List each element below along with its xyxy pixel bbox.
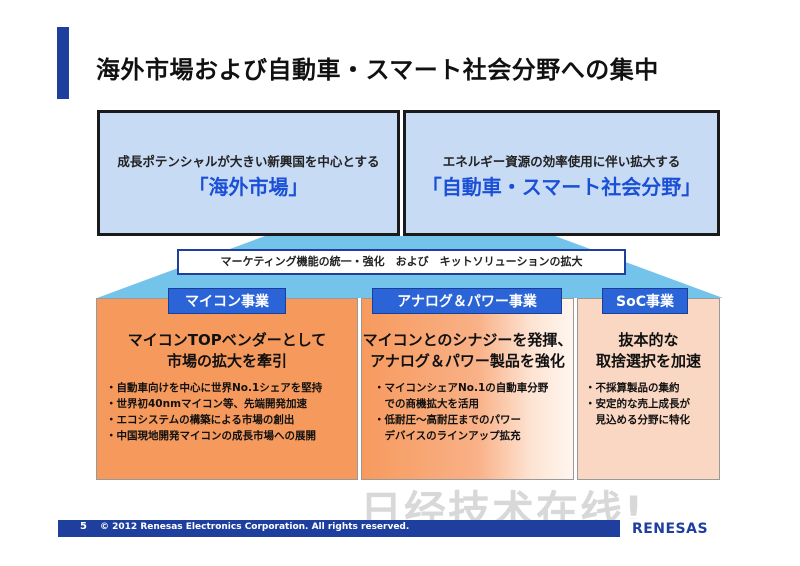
list-item: ・中国現地開発マイコンの成長市場への展開 <box>106 430 316 442</box>
analog-power-bullets: ・マイコンシェアNo.1の自動車分野 での商機拡大を活用 ・低耐圧～高耐圧までの… <box>374 380 548 444</box>
list-item: ・安定的な売上成長が <box>585 398 690 410</box>
soc-business-tag: SoC事業 <box>602 288 688 314</box>
auto-smart-society-label: 「自動車・スマート社会分野」 <box>421 175 702 199</box>
overseas-market-label: 「海外市場」 <box>188 175 309 199</box>
slide-title: 海外市場および自動車・スマート社会分野への集中 <box>96 56 659 84</box>
soc-headline: 抜本的な 取捨選択を加速 <box>577 330 720 372</box>
analog-power-headline-line: マイコンとのシナジーを発揮、 <box>362 331 573 349</box>
list-item: ・世界初40nmマイコン等、先端開発加速 <box>106 398 308 410</box>
footer-bar <box>58 520 720 537</box>
page-number: 5 <box>80 521 87 532</box>
copyright-text: © 2012 Renesas Electronics Corporation. … <box>100 522 410 532</box>
overseas-market-box: 成長ポテンシャルが大きい新興国を中心とする 「海外市場」 <box>97 110 400 236</box>
list-item: ・マイコンシェアNo.1の自動車分野 <box>374 382 549 394</box>
mcu-headline-line: 市場の拡大を牽引 <box>166 352 287 370</box>
list-item: ・低耐圧～高耐圧までのパワー <box>374 414 521 426</box>
title-accent-bar <box>57 27 69 99</box>
mcu-headline-line: マイコンTOPベンダーとして <box>127 331 327 349</box>
list-item: での商機拡大を活用 <box>374 398 479 410</box>
soc-bullets: ・不採算製品の集約 ・安定的な売上成長が 見込める分野に特化 <box>585 380 690 428</box>
list-item: デバイスのラインアップ拡充 <box>374 430 521 442</box>
soc-headline-line: 抜本的な <box>618 331 679 349</box>
auto-smart-society-subtitle: エネルギー資源の効率使用に伴い拡大する <box>442 154 681 169</box>
marketing-banner: マーケティング機能の統一・強化 および キットソリューションの拡大 <box>177 249 626 275</box>
list-item: 見込める分野に特化 <box>585 414 690 426</box>
mcu-business-tag: マイコン事業 <box>168 288 286 314</box>
soc-headline-line: 取捨選択を加速 <box>595 352 701 370</box>
list-item: ・エコシステムの構築による市場の創出 <box>106 414 295 426</box>
auto-smart-society-box: エネルギー資源の効率使用に伴い拡大する 「自動車・スマート社会分野」 <box>403 110 720 236</box>
mcu-business-panel <box>96 298 358 480</box>
list-item: ・不採算製品の集約 <box>585 382 680 394</box>
analog-power-headline-line: アナログ＆パワー製品を強化 <box>370 352 565 370</box>
renesas-logo: RENESAS <box>620 519 720 539</box>
analog-power-business-panel <box>361 298 574 480</box>
analog-power-business-tag: アナログ＆パワー事業 <box>372 288 562 314</box>
analog-power-headline: マイコンとのシナジーを発揮、 アナログ＆パワー製品を強化 <box>361 330 574 372</box>
mcu-headline: マイコンTOPベンダーとして 市場の拡大を牽引 <box>96 330 358 372</box>
list-item: ・自動車向けを中心に世界No.1シェアを堅持 <box>106 382 323 394</box>
overseas-market-subtitle: 成長ポテンシャルが大きい新興国を中心とする <box>117 154 380 169</box>
mcu-bullets: ・自動車向けを中心に世界No.1シェアを堅持 ・世界初40nmマイコン等、先端開… <box>106 380 322 444</box>
